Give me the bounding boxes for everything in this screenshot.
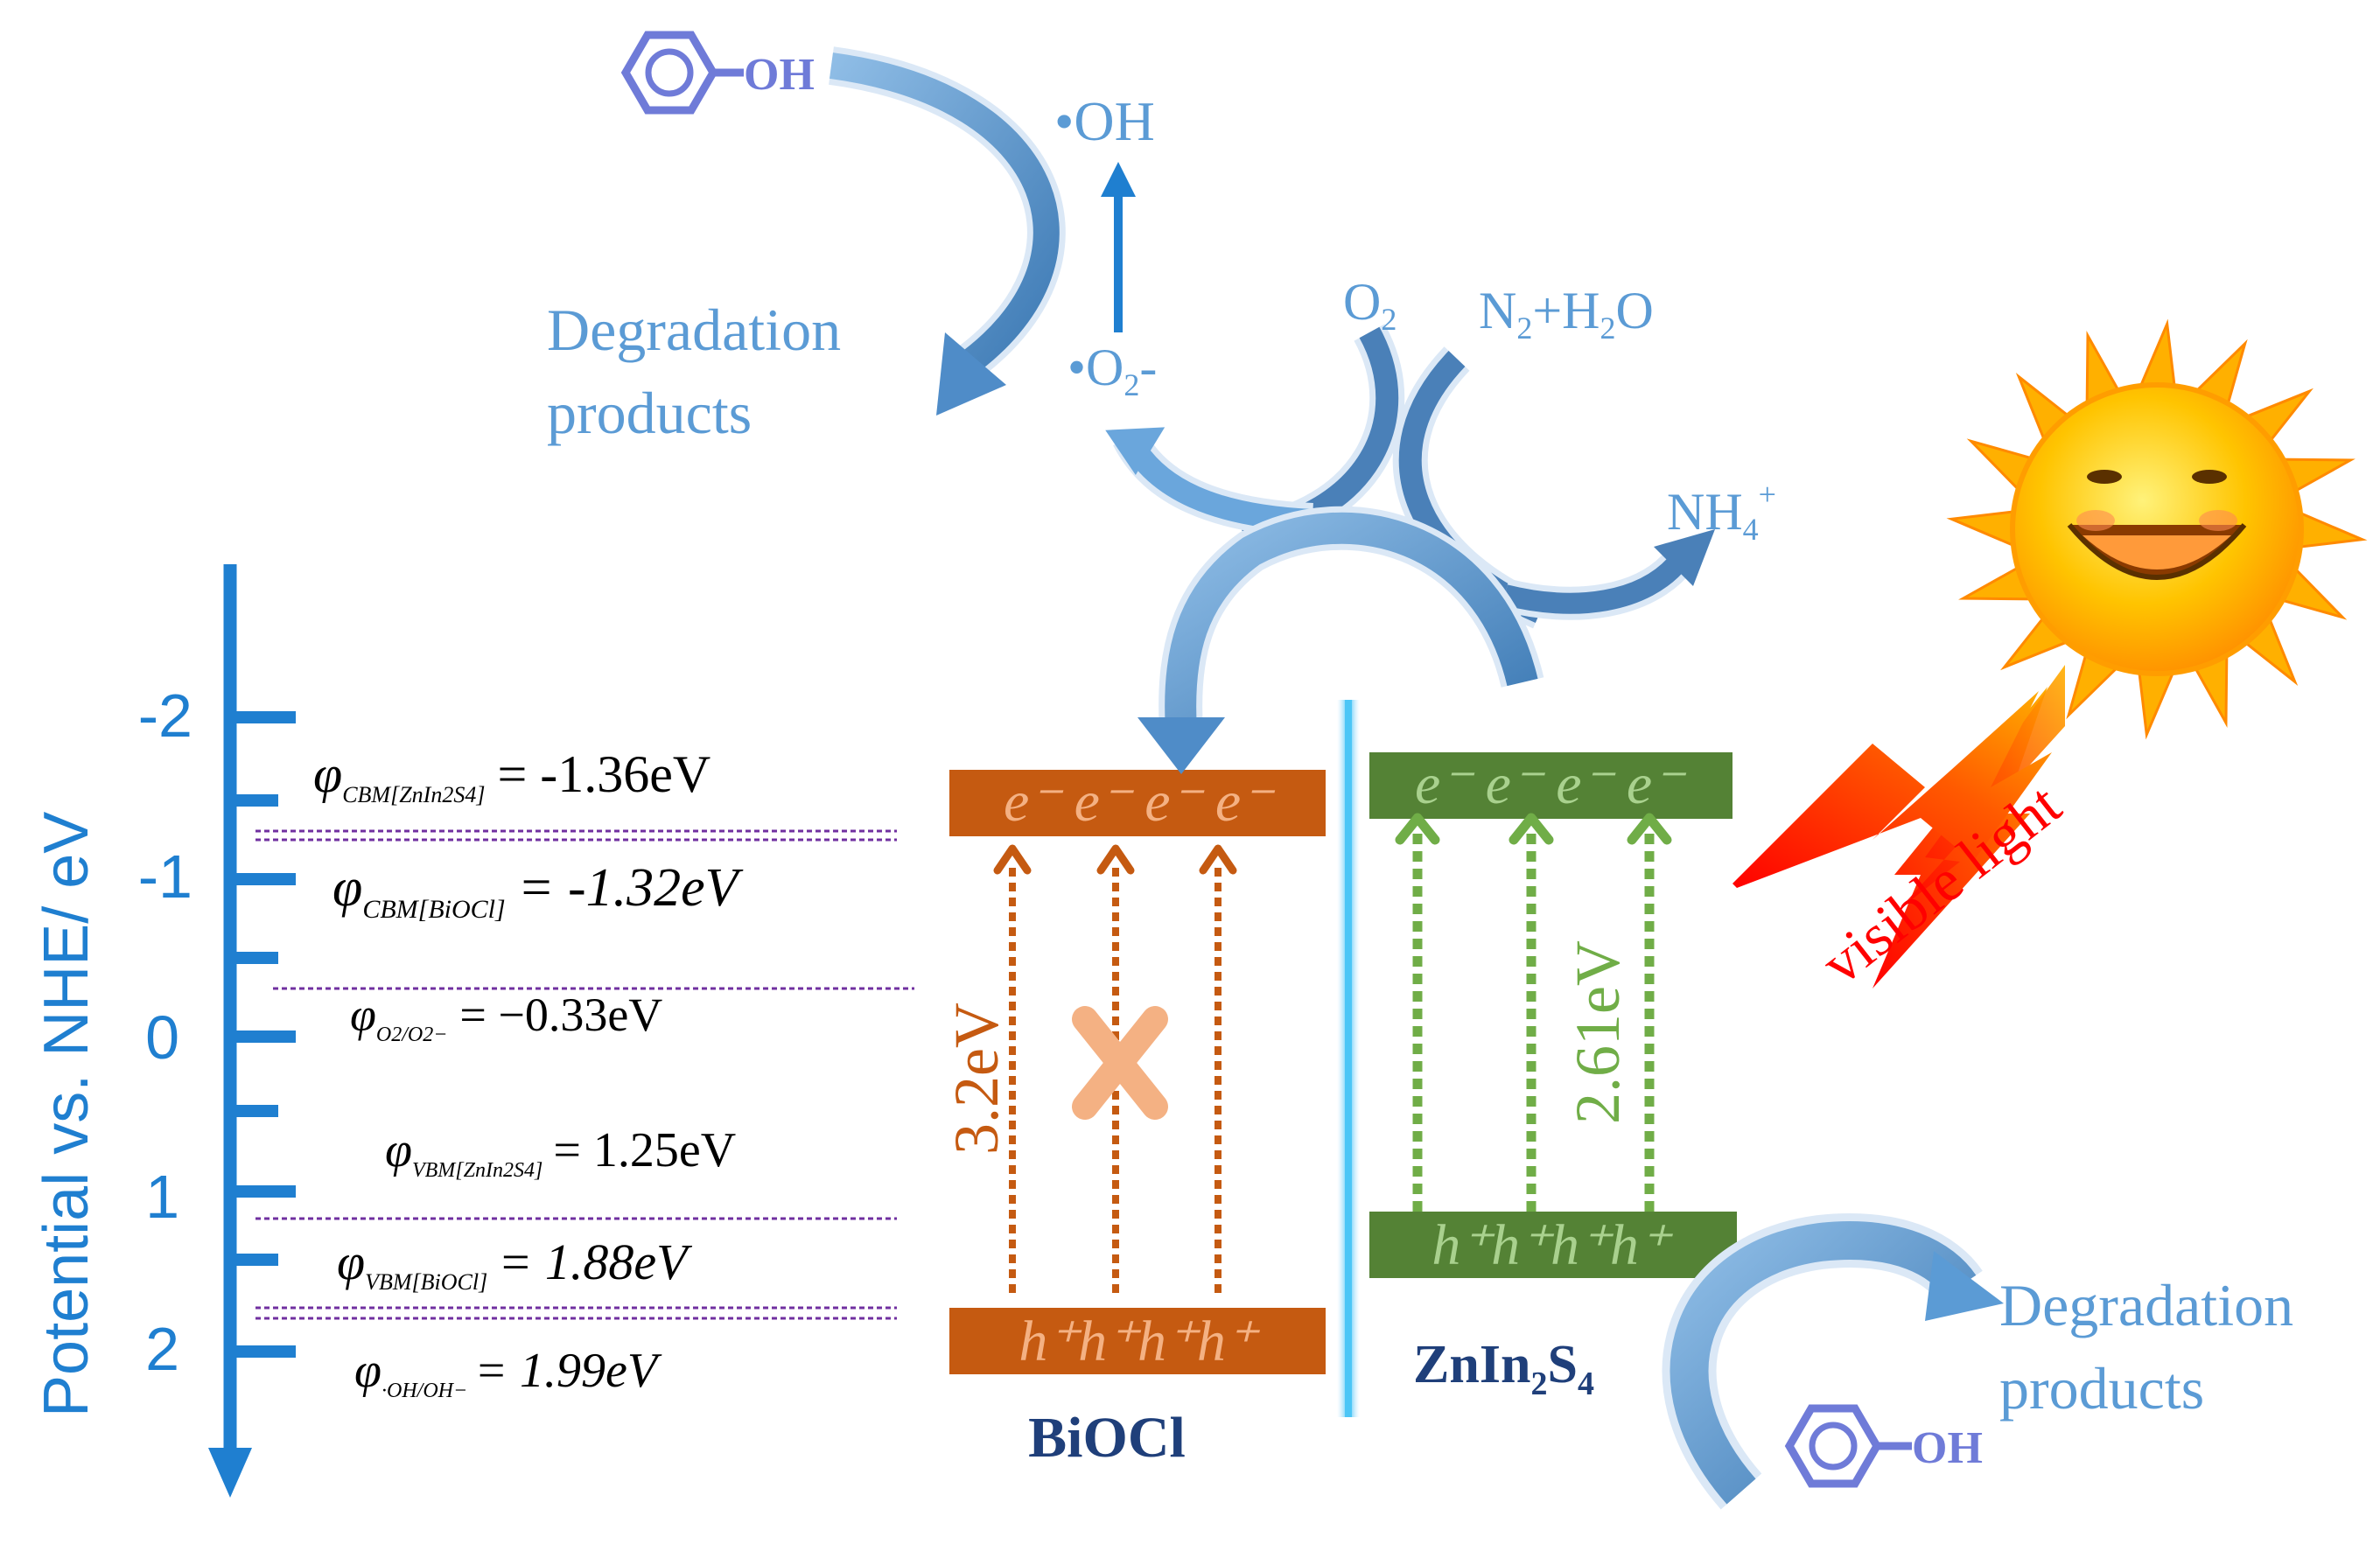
eq-vbm-znins: φVBM[ZnIn2S4]= 1.25eV: [385, 1123, 736, 1182]
znins-label: ZnIn2S4: [1413, 1335, 1594, 1402]
znins-arrow-heads: [1395, 813, 1672, 845]
biocl-band-gap: 3.2eV: [942, 1003, 1012, 1155]
axis-minor-tick: [230, 1105, 278, 1117]
arrowhead-o2-radical: [1105, 427, 1166, 476]
degradation-label-bottom-line1: Degradation: [1999, 1272, 2293, 1338]
phenol-top: OH: [620, 31, 815, 115]
sun-icon: [1946, 318, 2368, 740]
axis-title: Potential vs. NHE/ eV: [32, 812, 102, 1417]
biocl-electrons: e⁻ e⁻ e⁻ e⁻: [1004, 770, 1276, 834]
tick-label-2: 2: [145, 1315, 179, 1383]
axis-major-tick: [230, 1185, 296, 1198]
arrow-electron-to-biocl: [1165, 512, 1538, 732]
oh-radical-label: •OH: [1054, 90, 1155, 152]
tick-label-0: 0: [145, 1003, 179, 1072]
znins-band-gap: 2.61eV: [1563, 940, 1633, 1124]
o2-radical-label: •O2-: [1068, 339, 1157, 402]
degradation-label-top-line2: products: [547, 380, 752, 446]
arrowhead-o2-to-oh: [1101, 162, 1136, 197]
biocl-valence-band: [949, 1308, 1326, 1374]
znins-excitation-arrows: [1412, 831, 1655, 1212]
species-labels: •OH •O2- O2 N2+H2O NH4+ Degradation prod…: [547, 90, 2293, 1422]
arrowhead-products-bottom: [1925, 1251, 2004, 1321]
arrowhead-nh4: [1654, 529, 1715, 586]
znins-electrons: e⁻ e⁻ e⁻ e⁻: [1415, 752, 1687, 816]
tick-label-minus1: -1: [138, 842, 192, 911]
potential-equations: φCBM[ZnIn2S4]= -1.36eV φCBM[BiOCl]= -1.3…: [313, 745, 744, 1402]
eq-o2-redox: φO2/O2−= −0.33eV: [350, 989, 662, 1046]
eq-cbm-biocl: φCBM[BiOCl]= -1.32eV: [332, 858, 744, 924]
axis-major-tick: [230, 873, 296, 885]
arrow-phenol-to-products-top: [829, 52, 1060, 379]
axis-major-tick: [230, 1031, 296, 1043]
biocl-holes: h⁺h⁺h⁺h⁺: [1018, 1310, 1261, 1373]
eq-cbm-znins: φCBM[ZnIn2S4]= -1.36eV: [313, 745, 710, 807]
axis-ticks: [230, 711, 296, 1358]
degradation-label-bottom-line2: products: [1999, 1355, 2204, 1422]
eq-vbm-biocl: φVBM[BiOCl]= 1.88eV: [337, 1233, 693, 1295]
potential-axis: -2 -1 0 1 2 Potential vs. NHE/ eV: [32, 564, 296, 1498]
n2-h2o-label: N2+H2O: [1479, 282, 1654, 346]
znins-conduction-band: [1369, 752, 1732, 819]
phenol-oh-top: OH: [744, 50, 815, 100]
axis-minor-tick: [230, 1254, 278, 1266]
o2-label: O2: [1343, 273, 1396, 337]
heterojunction-interface-core: [1345, 700, 1352, 1417]
biocl-label: BiOCl: [1028, 1406, 1186, 1470]
tick-label-minus2: -2: [138, 681, 192, 750]
forbidden-cross-icon: [1072, 1006, 1168, 1120]
znins-holes: h⁺h⁺h⁺h⁺: [1432, 1213, 1674, 1277]
biocl-bands: e⁻ e⁻ e⁻ e⁻ h⁺h⁺h⁺h⁺ 3.2eV BiOCl: [942, 770, 1326, 1470]
axis-arrow-head: [208, 1448, 252, 1498]
arrowhead-products-top: [936, 332, 1006, 416]
znins-valence-band: [1369, 1212, 1737, 1278]
degradation-label-top-line1: Degradation: [547, 297, 841, 363]
sun-ray: [2137, 667, 2177, 740]
phenol-ring-icon: [620, 31, 718, 115]
sun-ray: [2294, 509, 2368, 549]
reaction-arrows: [829, 46, 2004, 1510]
axis-minor-tick: [230, 952, 278, 964]
sun-ray: [1946, 509, 2020, 549]
sun-ray: [2137, 318, 2177, 392]
biocl-conduction-band: [949, 770, 1326, 836]
phenol-ring-icon: [1784, 1404, 1882, 1488]
znins-bands: e⁻ e⁻ e⁻ e⁻ h⁺h⁺h⁺h⁺ 2.61eV ZnIn2S4: [1369, 752, 1737, 1402]
axis-major-tick: [230, 711, 296, 723]
axis-minor-tick: [230, 794, 278, 807]
biocl-arrow-heads: [993, 844, 1237, 875]
eq-oh-redox: φ·OH/OH−= 1.99eV: [354, 1344, 662, 1402]
lightning-bolt-body: [1732, 691, 2052, 888]
arrow-phenol-to-products-bottom: [1670, 1221, 1977, 1505]
arrow-to-nh4: [1502, 553, 1689, 614]
phenol-bottom: OH: [1784, 1404, 1983, 1488]
arrowhead-electron-to-biocl: [1138, 717, 1225, 774]
nh4-label: NH4+: [1667, 477, 1776, 547]
axis-tick-labels: -2 -1 0 1 2: [138, 681, 192, 1383]
phenol-oh-bottom: OH: [1912, 1423, 1983, 1473]
tick-label-1: 1: [145, 1163, 179, 1231]
axis-major-tick: [230, 1345, 296, 1358]
potential-level-lines: [256, 829, 914, 1320]
